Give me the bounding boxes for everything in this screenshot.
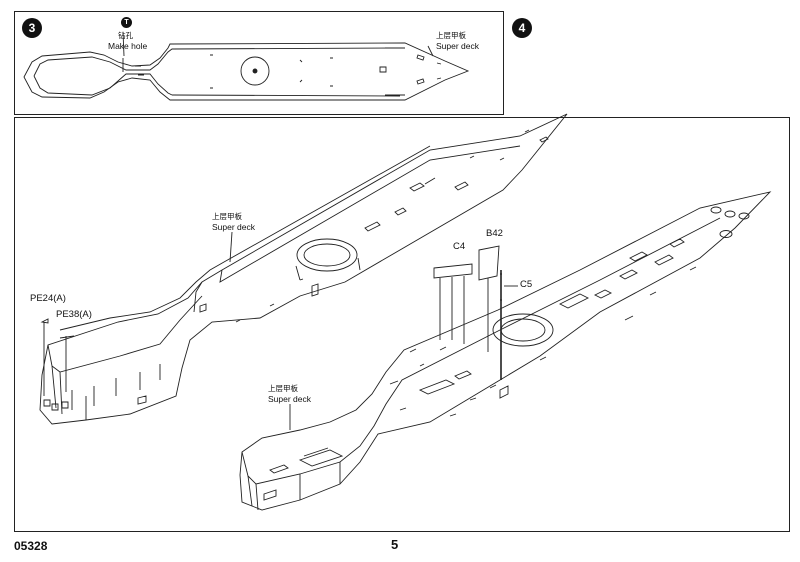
super-deck-isometric-upper [39, 113, 568, 425]
step-3-badge: 3 [22, 18, 42, 38]
make-hole-leader [122, 31, 125, 57]
step-4-frame [14, 117, 790, 532]
drill-icon: T [121, 17, 132, 28]
deck-leader-upper [229, 231, 233, 263]
step-3-number: 3 [28, 21, 36, 35]
page-number: 5 [391, 537, 399, 552]
super-deck-label-upper: Super deck [212, 222, 255, 232]
super-deck-plan-view [23, 42, 470, 101]
step-4-number: 4 [518, 21, 526, 35]
make-hole-label: Make hole [108, 41, 148, 51]
super-deck-label-step3: Super deck [436, 41, 479, 51]
part-pe38 [59, 335, 75, 392]
part-pe24 [40, 318, 49, 396]
deck-leader-step3 [427, 45, 434, 57]
part-c4 [433, 263, 473, 344]
super-deck-label-cn-upper: 上层甲板 [212, 212, 242, 221]
part-label-pe38: PE38(A) [56, 309, 92, 320]
super-deck-isometric-lower [239, 191, 772, 511]
part-label-pe24: PE24(A) [30, 293, 66, 304]
step-4-badge: 4 [512, 18, 532, 38]
part-label-c5: C5 [520, 279, 533, 290]
part-label-c4: C4 [453, 241, 466, 252]
make-hole-label-cn: 钻孔 [118, 31, 133, 40]
super-deck-label-lower: Super deck [268, 394, 311, 404]
super-deck-label-cn-lower: 上层甲板 [268, 384, 298, 393]
super-deck-label-cn-step3: 上层甲板 [436, 31, 466, 40]
part-label-b42: B42 [486, 228, 503, 239]
part-b42 [478, 245, 500, 352]
kit-code: 05328 [14, 539, 48, 553]
part-c5 [500, 270, 518, 380]
step-3-frame [14, 11, 504, 115]
